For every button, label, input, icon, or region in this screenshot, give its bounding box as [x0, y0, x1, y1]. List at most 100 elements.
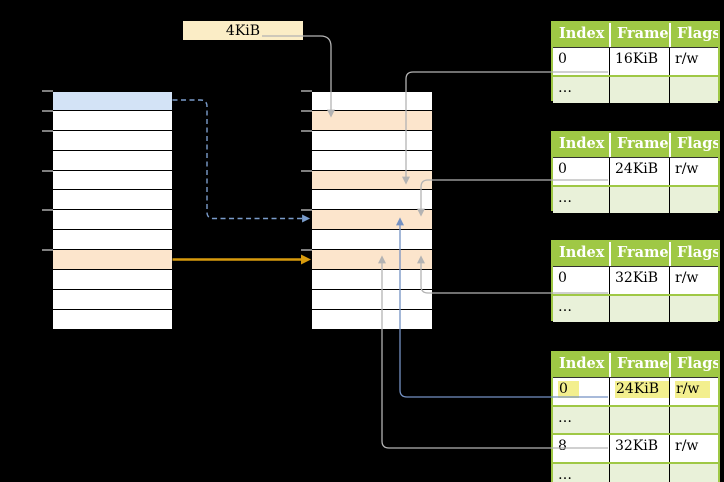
- table-cell: [669, 295, 718, 323]
- memory-cell: [53, 150, 172, 171]
- memory-cell: [312, 270, 432, 290]
- memory-cell: [312, 91, 432, 111]
- memory-cell: [53, 190, 172, 211]
- highlighted-value: 24KiB: [615, 381, 669, 398]
- table-row: …: [553, 293, 718, 323]
- table-cell: [609, 406, 669, 434]
- memory-cell: [53, 110, 172, 131]
- table-cell: …: [558, 79, 572, 96]
- table-cell: 16KiB: [609, 48, 669, 75]
- table-cell: 0: [558, 270, 567, 286]
- memory-cell: [312, 230, 432, 251]
- table-cell: …: [558, 298, 572, 315]
- header-cell: Frame: [609, 23, 669, 47]
- memory-cell: [53, 210, 172, 231]
- table-cell: [669, 406, 718, 434]
- table-cell: [609, 295, 669, 323]
- address-tick: [42, 169, 53, 172]
- table-cell: [669, 76, 718, 104]
- table-cell: 0: [553, 378, 609, 405]
- memory-cell: [312, 190, 432, 211]
- header-cell: Index: [559, 25, 605, 42]
- table-cell: 24KiB: [609, 378, 669, 405]
- memory-cell: [53, 230, 172, 251]
- table-cell: r/w: [669, 435, 718, 462]
- memory-cell: [53, 250, 172, 271]
- memory-cell: [312, 309, 432, 330]
- page-size-label: 4KiB: [225, 22, 261, 39]
- address-tick: [301, 209, 312, 212]
- arrow-virtual-page-blue-to-physical: [172, 99, 311, 223]
- memory-cell: [53, 309, 172, 330]
- memory-cell: [312, 150, 432, 171]
- table-cell: …: [558, 409, 572, 426]
- table-cell: 24KiB: [609, 158, 669, 185]
- table-cell: r/w: [669, 378, 718, 405]
- memory-cell: [53, 289, 172, 310]
- address-tick: [42, 249, 53, 252]
- table-row: …: [553, 461, 718, 482]
- table-cell: 0: [558, 161, 567, 177]
- table-cell: [609, 463, 669, 482]
- table-cell: [669, 186, 718, 214]
- memory-cell: [312, 130, 432, 151]
- address-tick: [42, 109, 53, 112]
- address-tick: [301, 90, 312, 92]
- table-cell: [609, 186, 669, 214]
- address-tick: [301, 249, 312, 252]
- table-cell: r/w: [669, 158, 718, 185]
- header-cell: Frame: [609, 353, 669, 377]
- header-cell: Frame: [609, 242, 669, 266]
- header-cell: Index: [559, 244, 605, 261]
- memory-cell: [53, 91, 172, 111]
- header-cell: Flags: [669, 133, 718, 157]
- table-row: …: [553, 184, 718, 214]
- page-size-label-box: 4KiB: [183, 21, 303, 40]
- table-cell: 0: [558, 51, 567, 67]
- table-row: 0 24KiB r/w: [553, 377, 718, 405]
- header-cell: Flags: [669, 353, 718, 377]
- table-cell: …: [558, 189, 572, 206]
- memory-cell: [312, 250, 432, 271]
- header-cell: Frame: [609, 133, 669, 157]
- memory-cell: [53, 270, 172, 290]
- memory-cell: [312, 110, 432, 131]
- address-tick: [42, 209, 53, 212]
- memory-cell: [312, 289, 432, 310]
- virtual-memory-column: [53, 91, 172, 330]
- table-cell: 32KiB: [609, 435, 669, 462]
- memory-cell: [312, 170, 432, 191]
- header-cell: Flags: [669, 23, 718, 47]
- physical-memory-column: [312, 91, 432, 330]
- table-row: …: [553, 74, 718, 104]
- address-tick: [42, 90, 53, 92]
- highlighted-value: r/w: [675, 381, 711, 398]
- header-cell: Index: [559, 355, 605, 372]
- table-cell: r/w: [669, 48, 718, 75]
- table-cell: 8: [558, 438, 567, 455]
- address-tick: [301, 109, 312, 112]
- table-cell: r/w: [669, 267, 718, 294]
- memory-cell: [312, 210, 432, 231]
- memory-cell: [53, 170, 172, 191]
- header-cell: Index: [559, 135, 605, 152]
- table-cell: 32KiB: [609, 267, 669, 294]
- address-tick: [42, 129, 53, 132]
- header-cell: Flags: [669, 242, 718, 266]
- table-row: …: [553, 404, 718, 434]
- table-cell: [669, 463, 718, 482]
- table-cell: …: [558, 466, 572, 482]
